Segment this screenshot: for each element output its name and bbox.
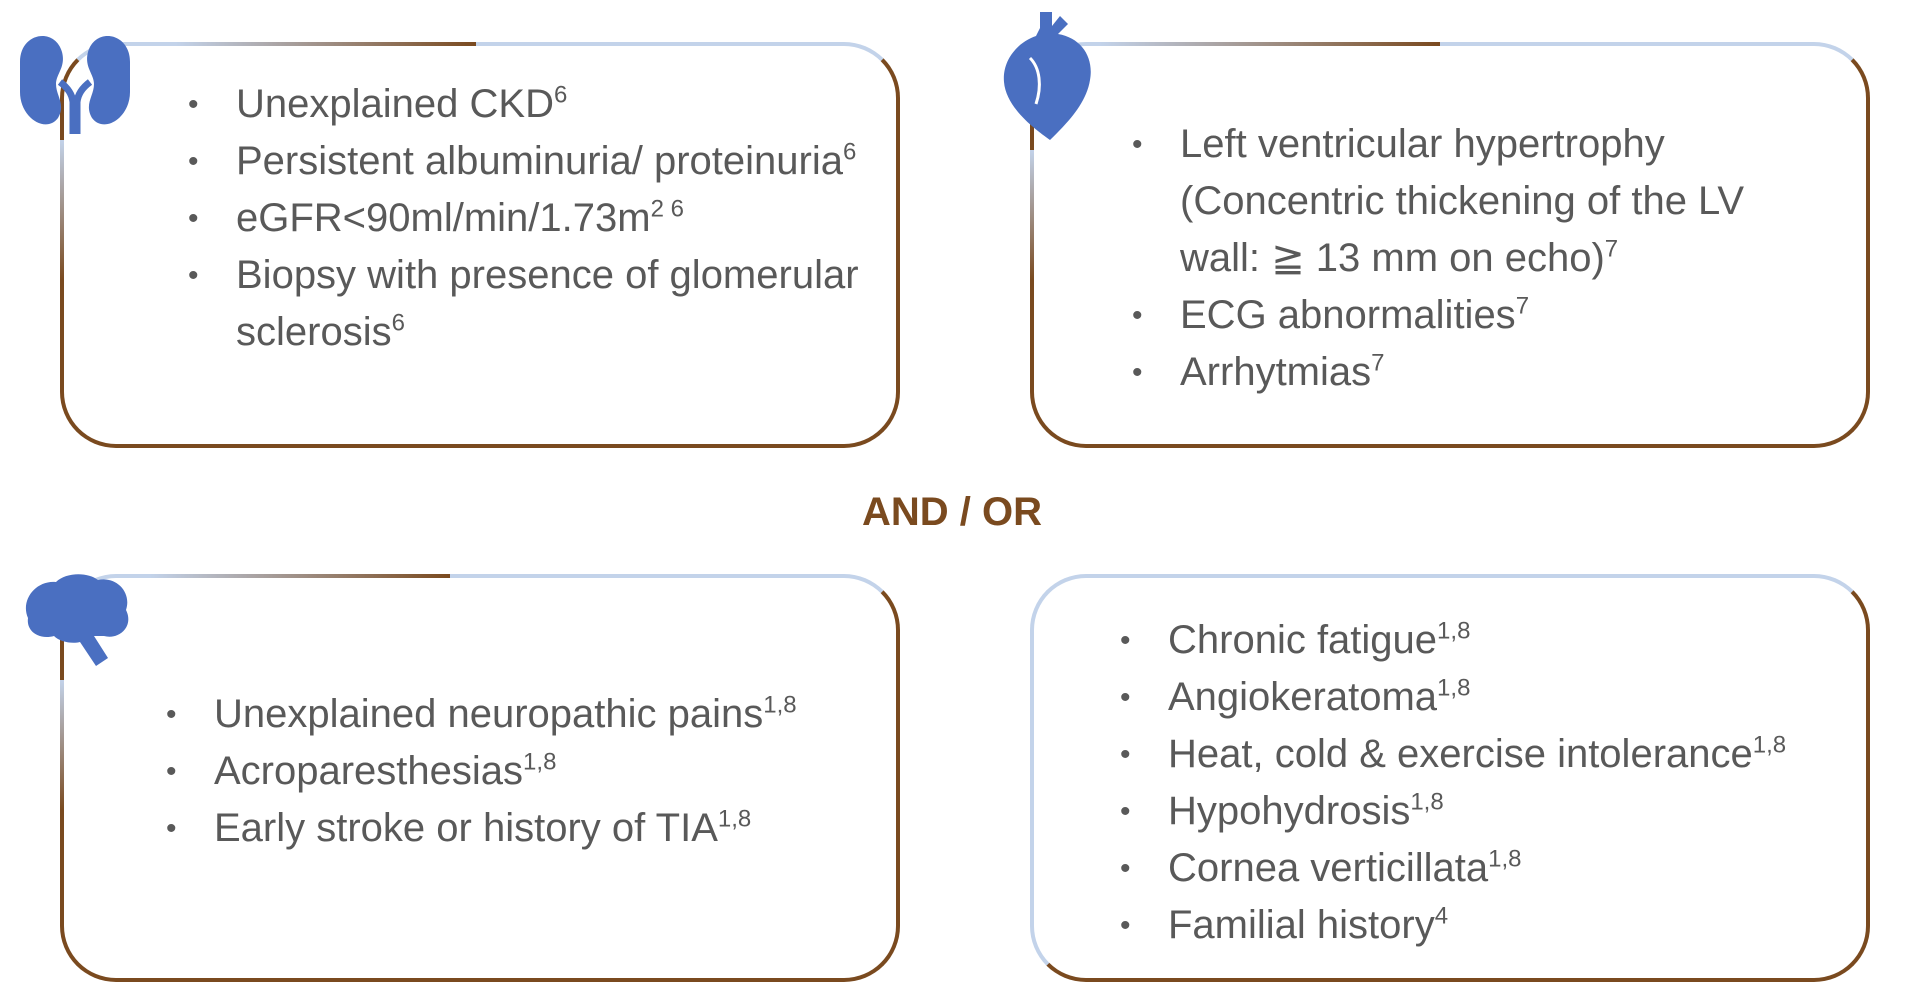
brain-top-line xyxy=(150,574,450,578)
brain-list: Unexplained neuropathic pains1,8 Acropar… xyxy=(166,686,866,857)
list-item: Chronic fatigue1,8 xyxy=(1120,612,1860,669)
list-item: Unexplained CKD6 xyxy=(188,76,868,133)
heart-top-line xyxy=(1100,42,1440,46)
list-item: Biopsy with presence of glomerular scler… xyxy=(188,247,868,361)
list-item: Arrhytmias7 xyxy=(1132,344,1832,401)
list-item: Early stroke or history of TIA1,8 xyxy=(166,800,866,857)
list-item: Heat, cold & exercise intolerance1,8 xyxy=(1120,726,1860,783)
general-signs-box xyxy=(1030,574,1870,982)
heart-icon xyxy=(1000,8,1100,143)
kidney-list: Unexplained CKD6 Persistent albuminuria/… xyxy=(188,76,868,361)
list-item: Familial history4 xyxy=(1120,897,1860,954)
list-item: Hypohydrosis1,8 xyxy=(1120,783,1860,840)
list-item: Cornea verticillata1,8 xyxy=(1120,840,1860,897)
general-signs-list: Chronic fatigue1,8 Angiokeratoma1,8 Heat… xyxy=(1120,612,1860,954)
and-or-connector: AND / OR xyxy=(862,490,1042,534)
list-item: Persistent albuminuria/ proteinuria6 xyxy=(188,133,868,190)
list-item: Unexplained neuropathic pains1,8 xyxy=(166,686,866,743)
list-item: Left ventricular hypertrophy (Concentric… xyxy=(1132,116,1832,287)
heart-connector-line xyxy=(1030,150,1034,280)
list-item: ECG abnormalities7 xyxy=(1132,287,1832,344)
list-item: eGFR<90ml/min/1.73m2 6 xyxy=(188,190,868,247)
list-item: Angiokeratoma1,8 xyxy=(1120,669,1860,726)
brain-connector-line xyxy=(60,680,64,810)
kidney-connector-line xyxy=(60,140,64,280)
kidney-icon xyxy=(10,22,140,134)
kidney-top-line xyxy=(176,42,476,46)
brain-icon xyxy=(16,570,136,670)
list-item: Acroparesthesias1,8 xyxy=(166,743,866,800)
heart-list: Left ventricular hypertrophy (Concentric… xyxy=(1132,116,1832,401)
